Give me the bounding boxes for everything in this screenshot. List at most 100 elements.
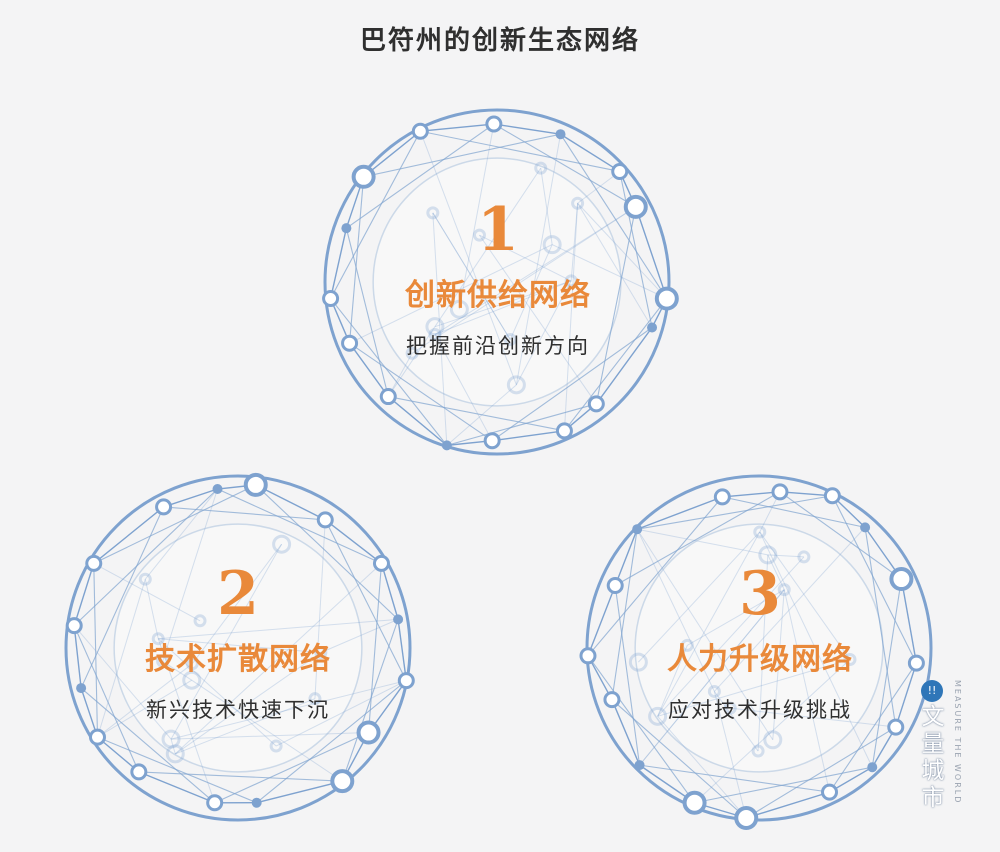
network-edge: [255, 484, 326, 521]
network-node-ring: [483, 432, 501, 450]
network-edge: [611, 529, 638, 700]
network-node-dot: [647, 322, 658, 333]
network-node-faint: [843, 653, 857, 667]
network-node-faint: [542, 235, 562, 255]
network-node-faint: [405, 346, 419, 360]
network-node-dot: [76, 683, 87, 694]
network-edge-faint: [157, 638, 277, 747]
network-node-ring: [341, 334, 359, 352]
network-node-dot: [860, 522, 871, 533]
network-edge-faint: [191, 543, 283, 664]
network-node-ring: [351, 164, 376, 189]
network-node-dot: [555, 129, 566, 140]
network-edge: [324, 519, 382, 564]
network-node-faint: [165, 744, 185, 764]
network-node-faint: [428, 328, 442, 342]
network-edge-faint: [551, 244, 668, 300]
network-edge: [493, 123, 637, 208]
network-edge-faint: [158, 618, 399, 640]
network-edge: [636, 496, 723, 530]
network-node-ring: [682, 790, 707, 815]
network-edge: [163, 506, 326, 521]
network-edge: [163, 488, 218, 508]
network-edge: [635, 206, 668, 299]
network-edge-faint: [657, 659, 851, 717]
network-edge-faint: [97, 663, 193, 738]
watermark: !! 文量城市 MEASURE THE WORLD: [918, 680, 964, 820]
network-edge: [614, 491, 781, 586]
network-node-ring: [907, 654, 925, 672]
network-edge: [341, 619, 399, 782]
network-node-ring: [379, 388, 397, 406]
network-node-faint: [182, 670, 202, 690]
network-node-faint: [308, 692, 322, 706]
network-edge: [380, 563, 399, 620]
network-node-ring: [821, 783, 839, 801]
network-edge-faint: [783, 589, 831, 793]
network-node-faint: [723, 701, 737, 715]
network-globe-1: [322, 108, 679, 456]
network-edge: [330, 298, 448, 446]
network-node-faint: [151, 632, 165, 646]
network-edge: [93, 563, 99, 738]
network-node-ring: [713, 488, 731, 506]
network-edge: [895, 662, 918, 728]
network-node-ring: [485, 115, 503, 133]
network-edge: [256, 780, 343, 804]
network-edge: [256, 680, 407, 804]
network-edge-faint: [93, 562, 201, 622]
network-edge-faint: [479, 234, 597, 405]
node-title: 创新供给网络: [405, 278, 591, 313]
network-edge: [255, 484, 399, 620]
network-edge-faint: [275, 680, 407, 747]
network-edge-faint: [175, 698, 316, 755]
network-node-dot: [393, 614, 404, 625]
network-node-faint: [506, 375, 526, 395]
network-node-faint: [534, 161, 548, 175]
network-node-faint: [751, 744, 765, 758]
network-edge: [587, 655, 696, 804]
network-edge-faint: [636, 528, 774, 740]
network-edge: [73, 625, 82, 689]
network-node-ring: [606, 577, 624, 595]
network-edge-faint: [714, 527, 866, 692]
network-node-ring: [587, 395, 605, 413]
network-node-faint: [193, 614, 207, 628]
network-edge: [746, 791, 830, 819]
network-node-ring: [130, 763, 148, 781]
network-node-ring: [887, 718, 905, 736]
network-node-faint: [758, 545, 778, 565]
network-edge-faint: [144, 488, 218, 580]
network-edge: [560, 133, 621, 173]
network-edge: [97, 736, 140, 773]
network-edge-faint: [314, 519, 326, 699]
network-edge-faint: [97, 579, 146, 738]
network-node-faint: [426, 206, 440, 220]
network-edge: [779, 491, 833, 497]
network-edge: [871, 578, 902, 768]
network-node-ring: [823, 487, 841, 505]
network-node-faint: [707, 684, 721, 698]
network-edge: [864, 527, 897, 728]
network-node-2: 2 技术扩散网络 新兴技术快速下沉: [88, 564, 388, 724]
network-edge: [93, 484, 256, 564]
network-edge-faint: [657, 531, 761, 717]
network-edge-faint: [637, 531, 761, 663]
network-node-ring: [65, 617, 83, 635]
network-edge: [363, 130, 421, 178]
network-globe-2: [64, 472, 415, 822]
network-node-faint: [571, 196, 585, 210]
outer-ring: [64, 474, 412, 822]
network-node-faint: [425, 317, 445, 337]
network-edge: [80, 687, 216, 804]
network-node-ring: [356, 720, 381, 745]
network-edge: [397, 619, 407, 681]
network-node-dot: [212, 484, 223, 495]
network-edge: [363, 133, 561, 178]
network-edge: [829, 662, 917, 793]
network-node-ring: [889, 567, 914, 592]
network-node-ring: [330, 769, 355, 794]
network-node-faint: [777, 583, 791, 597]
network-edge-faint: [432, 212, 448, 446]
